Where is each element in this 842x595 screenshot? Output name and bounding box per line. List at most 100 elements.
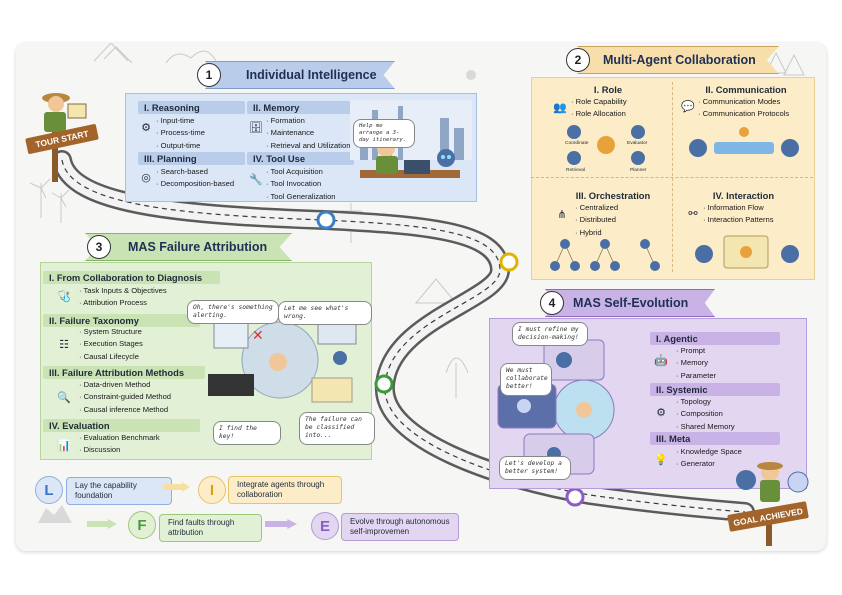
milestone-markers (316, 210, 585, 507)
role-tag: Retrieval (566, 168, 585, 173)
section-3-banner: MAS Failure Attribution (85, 233, 292, 261)
legend-letter-i: I (198, 476, 226, 504)
section-1-banner: Individual Intelligence (205, 61, 395, 89)
agentic-item: Memory (676, 357, 716, 369)
hiker-icon (576, 402, 592, 418)
section-4-banner: MAS Self-Evolution (545, 289, 715, 317)
collab-diagnosis-item: Attribution Process (79, 297, 167, 309)
magnifier-icon: 🔍 (57, 391, 71, 404)
traveler-scene (350, 100, 472, 178)
section-4-number: 4 (540, 291, 564, 315)
meta-item: Generator (676, 458, 742, 470)
section-2-number: 2 (566, 48, 590, 72)
agentic-list: Prompt Memory Parameter (676, 345, 716, 382)
meta-title: III. Meta (650, 432, 780, 445)
reasoning-title: I. Reasoning (138, 101, 245, 114)
itinerary-bubble: Help me arrange a 3-day itinerary. (353, 119, 415, 148)
hierarchy-icon: ⋔ (557, 208, 567, 221)
tool-use-item: Tool Invocation (266, 178, 336, 190)
robot-icon (517, 399, 531, 413)
interaction-list: Information Flow Interaction Patterns (703, 202, 774, 227)
evaluation-item: Discussion (79, 444, 160, 456)
role-list: Role Capability Role Allocation (571, 96, 627, 121)
attribution-methods-item: Data-driven Method (79, 379, 171, 391)
legend-text-i: Integrate agents through collaboration (228, 476, 342, 504)
systemic-list: Topology Composition Shared Memory (676, 396, 735, 433)
rock-icon (38, 505, 72, 523)
communication-list: Communication Modes Communication Protoc… (698, 96, 790, 121)
robot-icon (437, 149, 455, 167)
attribution-methods-list: Data-driven Method Constraint-guided Met… (79, 379, 171, 416)
legend-text-l: Lay the capability foundation (66, 477, 172, 505)
failure-taxonomy-list: System Structure Execution Stages Causal… (79, 326, 143, 363)
robot-icon (736, 470, 756, 490)
agentic-item: Prompt (676, 345, 716, 357)
communication-scene (689, 127, 799, 157)
interaction-title: IV. Interaction (712, 190, 775, 201)
role-item: Role Capability (571, 96, 627, 108)
interaction-item: Information Flow (703, 202, 774, 214)
robot-icon (333, 351, 347, 365)
meta-item: Knowledge Space (676, 446, 742, 458)
tool-use-item: Tool Acquisition (266, 166, 336, 178)
role-tag: Planner (630, 168, 647, 173)
section-4-title: MAS Self-Evolution (573, 296, 689, 310)
communication-title: II. Communication (705, 84, 787, 95)
section-1-title: Individual Intelligence (246, 68, 377, 82)
orchestration-item: Hybrid (575, 227, 618, 239)
communication-item: Communication Modes (698, 96, 789, 108)
group-icon: 👥 (553, 101, 567, 114)
svg-text:✕: ✕ (252, 328, 264, 344)
agentic-item: Parameter (676, 370, 716, 382)
legend-letter-e: E (311, 512, 339, 540)
systemic-title: II. Systemic (650, 383, 780, 396)
milestone-green (374, 374, 394, 394)
diagnosis-scene: ✕ (208, 309, 357, 403)
chart-icon: 📊 (57, 439, 71, 452)
tree-icon (445, 357, 469, 398)
collab-diagnosis-list: Task Inputs & Objectives Attribution Pro… (79, 285, 167, 310)
robot-icon: 🤖 (654, 354, 668, 367)
attribution-methods-item: Constraint-guided Method (79, 391, 171, 403)
evaluation-title: IV. Evaluation (43, 419, 200, 432)
systemic-item: Shared Memory (676, 421, 735, 433)
planning-item: Decomposition-based (156, 178, 234, 190)
failure-taxonomy-item: System Structure (79, 326, 143, 338)
memory-item: Maintenance (266, 127, 350, 139)
collab-diagnosis-title: I. From Collaboration to Diagnosis (43, 271, 220, 284)
goal-scene (736, 462, 809, 546)
interaction-item: Interaction Patterns (703, 214, 774, 226)
develop-bubble: Let's develop a better system! (499, 456, 571, 481)
section-1-number: 1 (197, 63, 221, 87)
robot-icon (556, 352, 572, 368)
link-icon: ⚯ (688, 207, 698, 220)
orchestration-item: Distributed (575, 214, 618, 226)
database-icon: 🗄 (249, 121, 263, 134)
hiker-icon (269, 353, 287, 371)
memory-item: Formation (266, 115, 350, 127)
milestone-blue (316, 210, 336, 230)
tool-use-title: IV. Tool Use (247, 152, 354, 165)
orchestration-list: Centralized Distributed Hybrid (575, 202, 618, 239)
tent-icon (414, 278, 458, 304)
milestone-purple (565, 487, 585, 507)
orchestration-title: III. Orchestration (575, 190, 651, 201)
section-2-divider (672, 82, 673, 272)
robot-icon (787, 471, 809, 493)
legend-text-e: Evolve through autonomous self-improveme… (341, 513, 459, 541)
milestone-yellow (499, 252, 519, 272)
evaluation-list: Evaluation Benchmark Discussion (79, 432, 160, 457)
failure-taxonomy-title: II. Failure Taxonomy (43, 314, 200, 327)
target-icon: ◎ (141, 171, 151, 184)
tool-use-list: Tool Acquisition Tool Invocation Tool Ge… (266, 166, 336, 203)
section-3-title: MAS Failure Attribution (128, 240, 268, 254)
reasoning-item: Input-time (156, 115, 205, 127)
alert-bubble: Oh, there's something alerting. (187, 300, 279, 325)
found-key-bubble: I find the key! (213, 421, 281, 446)
failure-taxonomy-item: Causal Lifecycle (79, 351, 143, 363)
collab-diagnosis-item: Task Inputs & Objectives (79, 285, 167, 297)
legend-letter-l: L (35, 476, 63, 504)
arrow-right-icon (164, 482, 190, 492)
orchestration-graph (550, 239, 660, 271)
